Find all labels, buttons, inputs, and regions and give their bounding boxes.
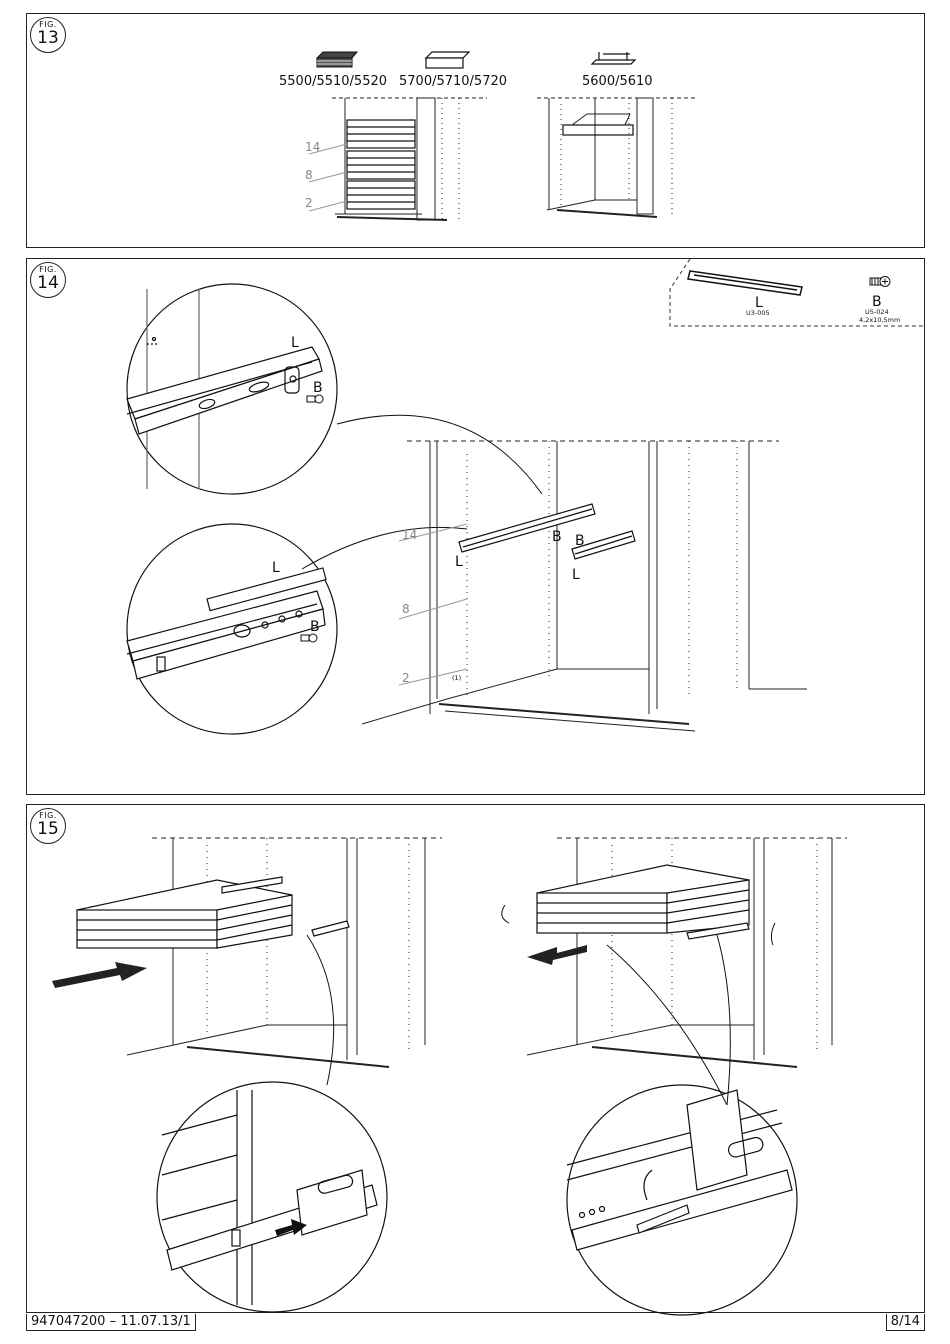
callout-letter-screw: B [552,529,562,545]
screw-icon [870,277,890,287]
pull-out-frame-icon [592,52,635,64]
cabinet-drawing [362,441,807,731]
callout-letter-rail: L [572,567,580,583]
callout-letter-screw: B [313,380,323,396]
screw-icon [301,634,317,642]
page-number: 8/14 [886,1314,925,1331]
leader-line [717,935,730,1105]
figure-13-drawing: 5500/5510/5520 5700/5710/5720 5600/5610 [27,14,926,249]
part-size-screw: 4,2x10,5mm [859,316,900,324]
figure-15-drawing [27,805,926,1314]
part-code-screw: U5-024 [865,308,889,316]
callout-letter-rail: L [272,560,280,576]
basket-right [537,865,749,939]
rotate-arrow-icon [502,905,509,923]
leader-line [302,527,467,569]
figure-14-drawing: L U3-005 B U5-024 4,2x10,5mm L B [27,259,926,796]
figure-15-panel: FIG. 15 [26,804,925,1313]
detail-circle-bottom-right [567,1085,797,1315]
rotate-arrow-icon [771,923,775,945]
detail-circle-upper [127,284,337,494]
part-code-rail: U3-005 [746,309,770,317]
mounted-rails [459,504,635,559]
level-label: 8 [305,168,313,182]
cabinet-with-baskets [309,98,487,220]
push-arrow [52,962,147,988]
drawer-rail-icon [688,271,802,295]
level-label: 2 [402,671,410,685]
level-label: 14 [402,528,417,542]
screw-icon [307,395,323,403]
product-code-3: 5600/5610 [582,74,653,89]
level-label: 2 [305,196,313,210]
level-label: 14 [305,140,320,154]
callout-letter-rail: L [291,335,299,351]
document-code: 947047200 – 11.07.13/1 [26,1314,196,1331]
cabinet-with-frame [537,98,697,217]
pull-arrow [527,945,587,965]
detail-circle-bottom-left [157,1082,387,1312]
level-label: 8 [402,602,410,616]
leader-line [307,935,334,1085]
product-code-2: 5700/5710/5720 [399,74,507,89]
cabinet-left [127,838,442,1067]
callout-letter-screw: B [310,619,320,635]
basket-icon [317,52,357,67]
callout-letter-rail: L [455,554,463,570]
figure-13-panel: FIG. 13 5500/5510/5520 5700/5710/5720 56… [26,13,925,248]
figure-14-panel: FIG. 14 L U3-005 B U5-024 4,2x10,5mm [26,258,925,795]
detail-circle-lower [127,524,337,734]
drawer-box-icon [426,52,469,68]
level-note: (1) [452,674,461,682]
callout-letter-screw: B [575,533,585,549]
product-code-1: 5500/5510/5520 [279,74,387,89]
leader-line [337,415,542,494]
